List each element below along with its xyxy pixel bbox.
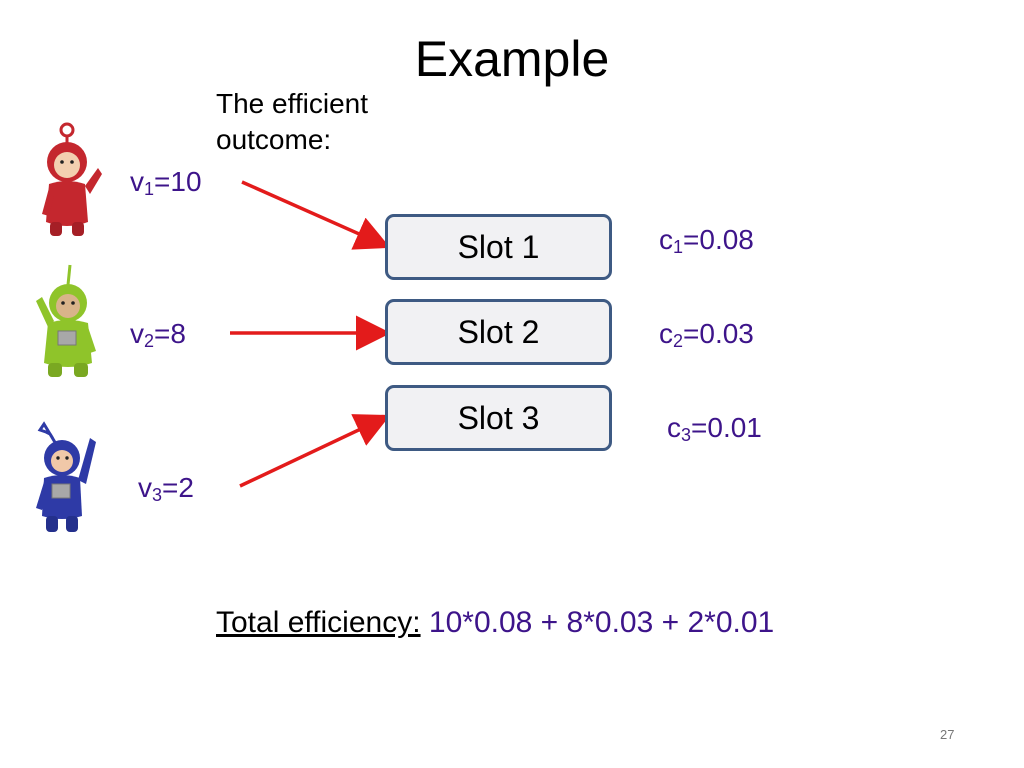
value-v3: v3=2 [138,472,194,505]
slot-3-label: Slot 3 [457,399,540,436]
intro-line-1: The efficient [216,88,369,119]
intro-line-2: outcome: [216,124,332,155]
arrow-v1-to-slot-1 [241,180,391,250]
character-2-icon [36,264,96,377]
intro-text: The efficient outcome: [216,86,368,158]
value-v1: v1=10 [130,166,202,199]
slide-title: Example [414,31,610,87]
total-efficiency-label: Total efficiency: [216,606,421,639]
arrow-v3-to-slot-3 [239,414,391,488]
slot-1-box: Slot 1 [385,214,612,280]
character-1-icon [42,122,102,236]
slot-2-box: Slot 2 [385,299,612,365]
ctr-c2: c2=0.03 [659,318,754,351]
value-v2: v2=8 [130,318,186,351]
ctr-c1: c1=0.08 [659,224,754,257]
page-number: 27 [940,727,955,742]
character-3-icon [36,421,96,532]
ctr-c3: c3=0.01 [667,412,762,445]
total-efficiency-expression: 10*0.08 + 8*0.03 + 2*0.01 [428,606,775,639]
total-efficiency: Total efficiency: 10*0.08 + 8*0.03 + 2*0… [216,608,774,638]
slot-3-box: Slot 3 [385,385,612,451]
slot-2-label: Slot 2 [457,313,540,350]
slot-1-label: Slot 1 [457,228,540,265]
